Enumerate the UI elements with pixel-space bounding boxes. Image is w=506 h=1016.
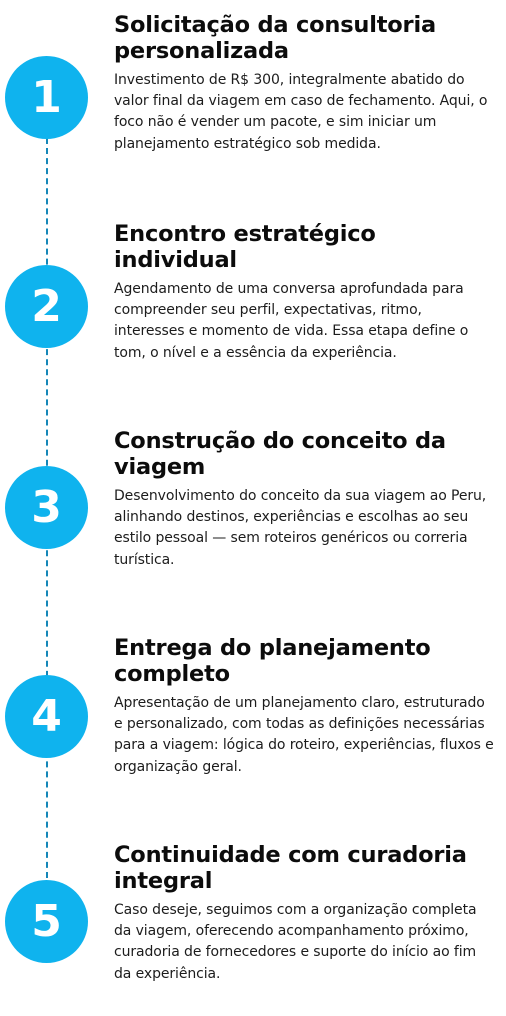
step-title: Construção do conceito da viagem: [114, 428, 446, 480]
step-description: Desenvolvimento do conceito da sua viage…: [114, 488, 487, 568]
step-description: Caso deseje, seguimos com a organização …: [114, 902, 477, 982]
step-number-badge: 4: [5, 675, 88, 758]
step-number-badge: 1: [5, 56, 88, 139]
step-description: Apresentação de um planejamento claro, e…: [114, 695, 494, 775]
step-description: Agendamento de uma conversa aprofundada …: [114, 281, 469, 361]
step-text: Entrega do planejamento completo Apresen…: [114, 635, 494, 778]
step-number-badge: 3: [5, 466, 88, 549]
step-title: Continuidade com curadoria integral: [114, 842, 467, 894]
step-title: Entrega do planejamento completo: [114, 635, 431, 687]
step-number-badge: 5: [5, 880, 88, 963]
step-title: Solicitação da consultoria personalizada: [114, 12, 436, 64]
step-text: Construção do conceito da viagem Desenvo…: [114, 428, 494, 571]
step-text: Solicitação da consultoria personalizada…: [114, 12, 494, 155]
step-text: Encontro estratégico individual Agendame…: [114, 221, 494, 364]
step-number-badge: 2: [5, 265, 88, 348]
step-text: Continuidade com curadoria integral Caso…: [114, 842, 494, 985]
step-description: Investimento de R$ 300, integralmente ab…: [114, 72, 488, 152]
step-title: Encontro estratégico individual: [114, 221, 376, 273]
